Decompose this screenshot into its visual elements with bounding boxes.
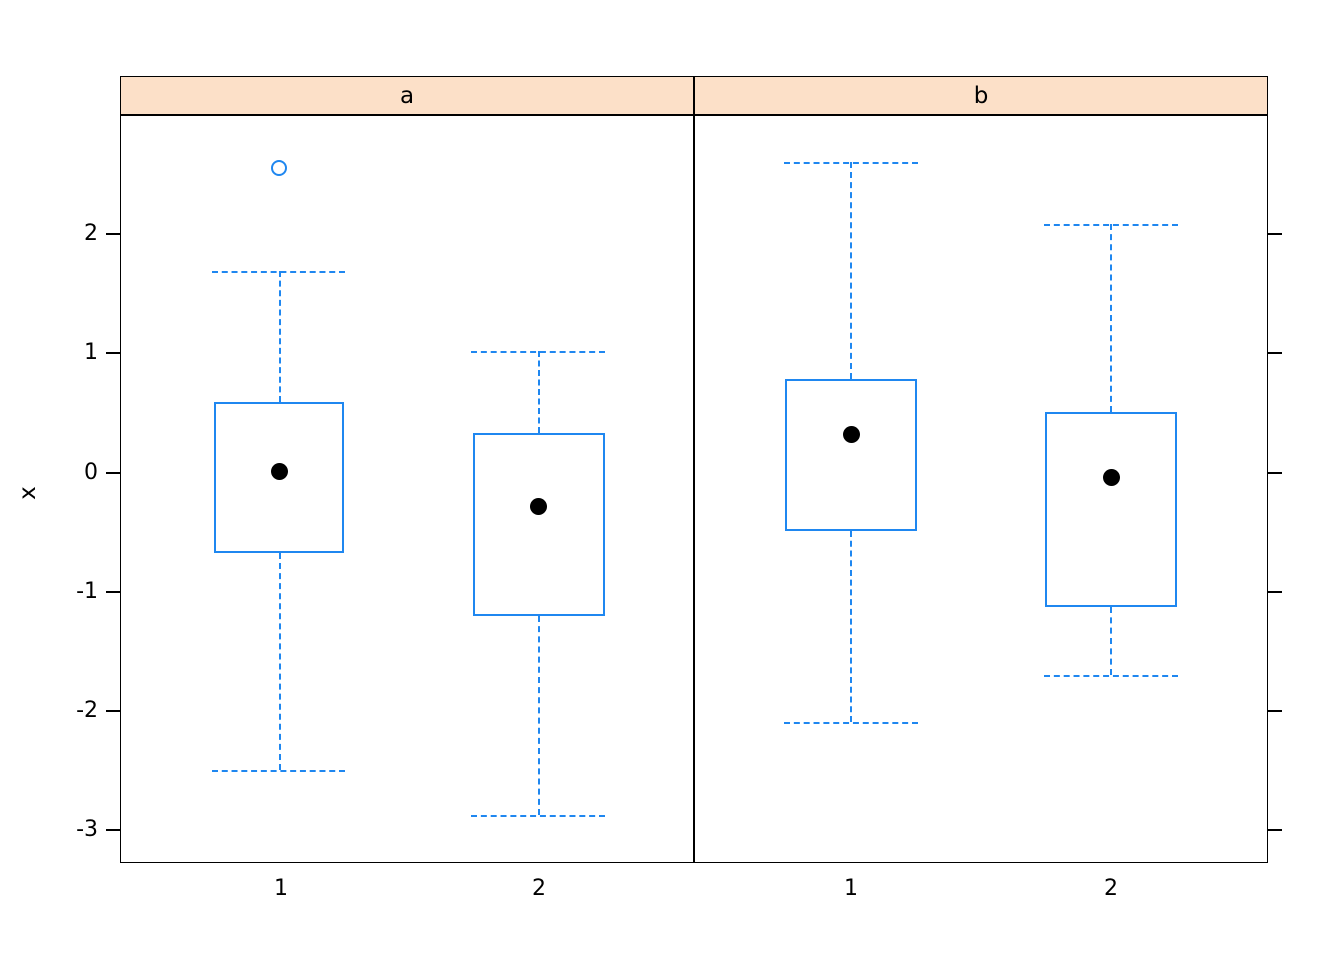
y-tick-right-0 bbox=[1268, 472, 1282, 474]
outlier-point bbox=[271, 160, 287, 176]
y-tick-label-2: 2 bbox=[84, 221, 98, 246]
box bbox=[214, 402, 344, 553]
y-tick-0 bbox=[106, 472, 120, 474]
y-tick-right-neg2 bbox=[1268, 710, 1282, 712]
whisker-line-lower bbox=[850, 531, 852, 722]
mean-point bbox=[1103, 469, 1120, 486]
y-tick-label-neg1: -1 bbox=[76, 579, 98, 604]
y-axis-label: x bbox=[15, 486, 41, 500]
x-tick-label-b-1: 1 bbox=[844, 876, 858, 901]
whisker-line-lower bbox=[1110, 607, 1112, 675]
panel-strip-b-label: b bbox=[973, 82, 989, 109]
y-tick-label-1: 1 bbox=[84, 340, 98, 365]
y-tick-label-neg3: -3 bbox=[76, 817, 98, 842]
whisker-cap-lower bbox=[471, 815, 605, 817]
x-tick-label-a-1: 1 bbox=[274, 876, 288, 901]
box bbox=[785, 379, 917, 531]
whisker-cap-lower bbox=[212, 770, 345, 772]
whisker-cap-lower bbox=[1044, 675, 1178, 677]
whisker-line-upper bbox=[279, 271, 281, 402]
whisker-cap-upper bbox=[212, 271, 345, 273]
panel-strip-a: a bbox=[120, 76, 694, 115]
x-tick-label-a-2: 2 bbox=[532, 876, 546, 901]
whisker-line-upper bbox=[850, 162, 852, 379]
mean-point bbox=[530, 498, 547, 515]
panel-strip-a-label: a bbox=[399, 82, 415, 109]
x-tick-label-b-2: 2 bbox=[1104, 876, 1118, 901]
y-tick-label-neg2: -2 bbox=[76, 698, 98, 723]
y-tick-neg3 bbox=[106, 829, 120, 831]
whisker-line-upper bbox=[538, 351, 540, 433]
whisker-line-upper bbox=[1110, 224, 1112, 412]
mean-point bbox=[843, 426, 860, 443]
box bbox=[473, 433, 605, 616]
y-tick-right-1 bbox=[1268, 352, 1282, 354]
panel-divider bbox=[693, 115, 695, 863]
panel-strip-b: b bbox=[694, 76, 1268, 115]
whisker-line-lower bbox=[538, 616, 540, 815]
y-tick-label-0: 0 bbox=[84, 460, 98, 485]
whisker-line-lower bbox=[279, 553, 281, 770]
y-tick-1 bbox=[106, 352, 120, 354]
y-tick-right-neg1 bbox=[1268, 591, 1282, 593]
whisker-cap-lower bbox=[784, 722, 918, 724]
y-tick-neg2 bbox=[106, 710, 120, 712]
y-tick-neg1 bbox=[106, 591, 120, 593]
box bbox=[1045, 412, 1177, 607]
y-tick-right-neg3 bbox=[1268, 829, 1282, 831]
y-tick-right-2 bbox=[1268, 233, 1282, 235]
mean-point bbox=[271, 463, 288, 480]
y-tick-2 bbox=[106, 233, 120, 235]
